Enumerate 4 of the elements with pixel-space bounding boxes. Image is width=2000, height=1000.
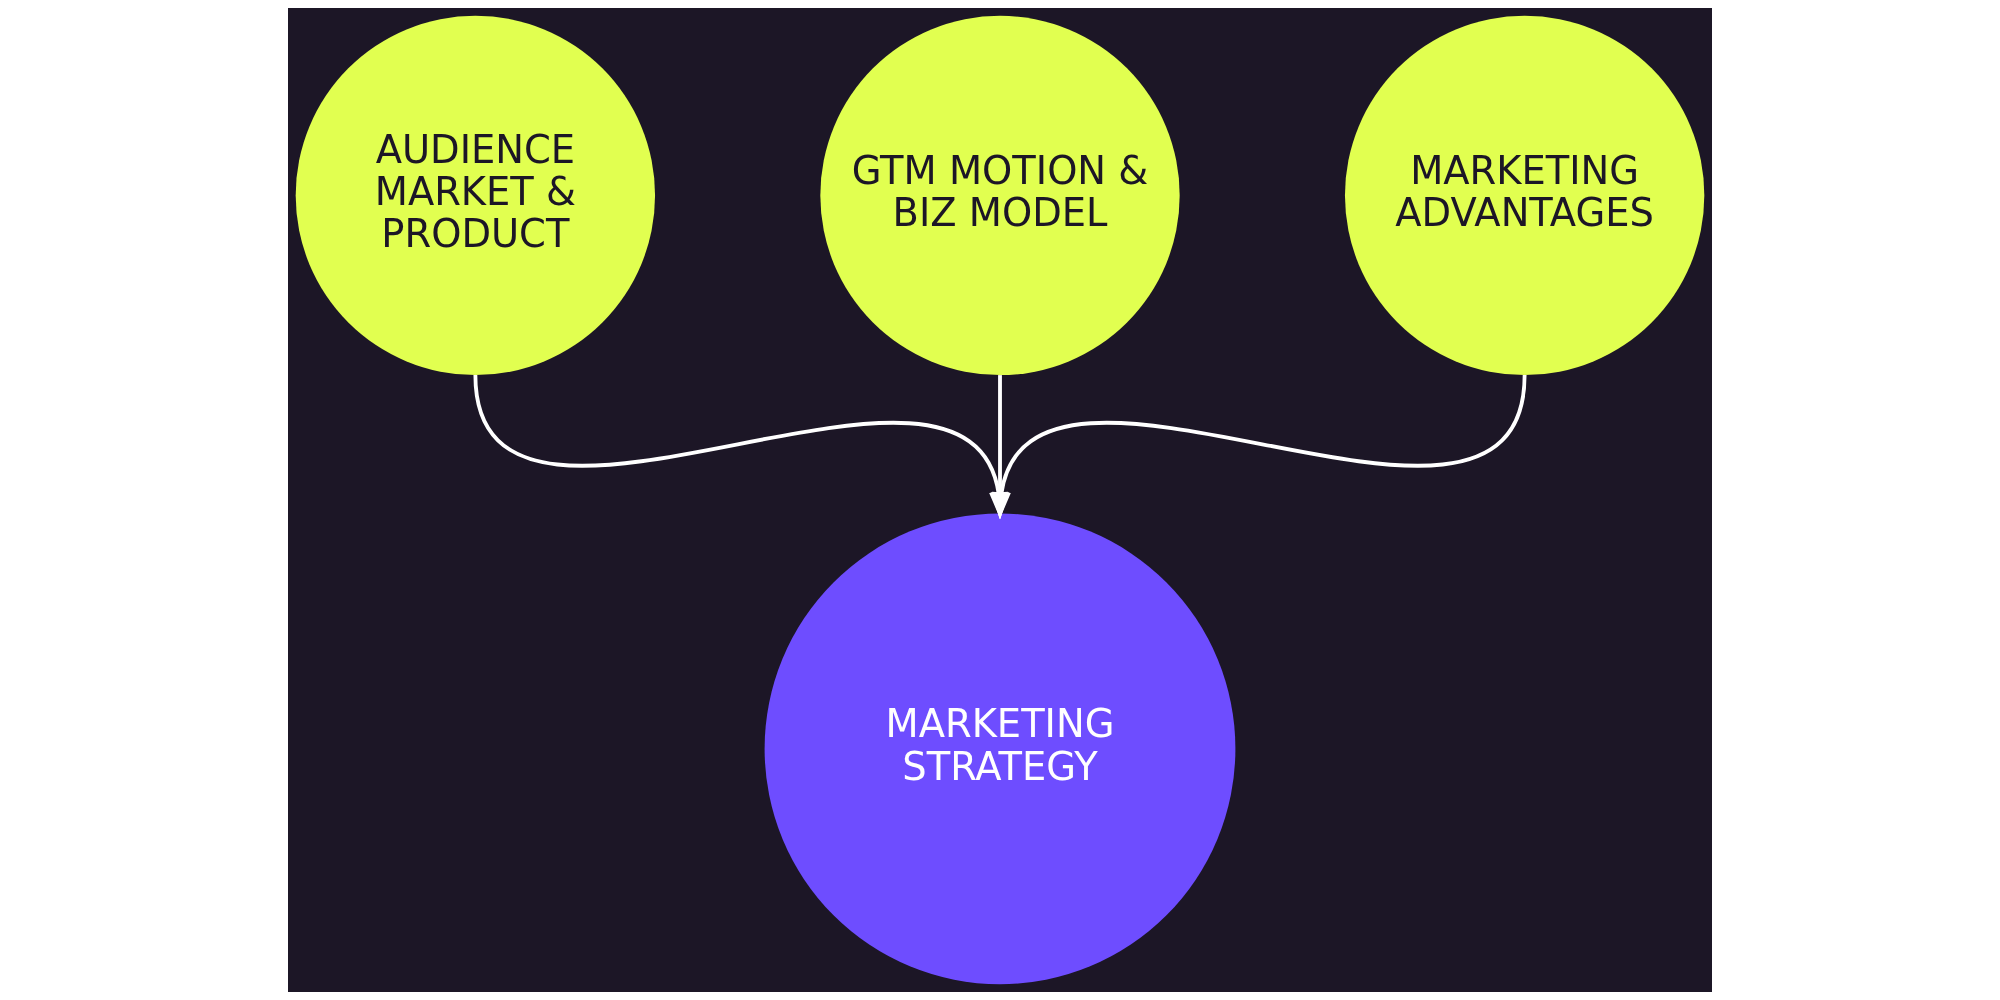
node-circle: MARKETING STRATEGY: [764, 513, 1236, 985]
node-circle: GTM MOTION & BIZ MODEL: [820, 15, 1180, 376]
node-circle: AUDIENCE MARKET & PRODUCT: [295, 15, 656, 376]
node-circle: MARKETING ADVANTAGES: [1344, 15, 1705, 376]
